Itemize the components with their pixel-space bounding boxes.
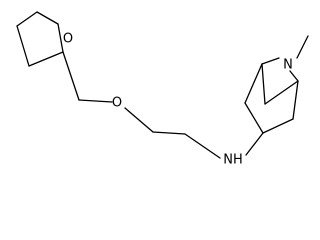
thf-ring-bonds: [16, 11, 64, 67]
ether-oxygen-label: O: [112, 96, 122, 111]
bond: [78, 99, 113, 103]
linker-chain-bonds: [62, 51, 264, 159]
bond: [264, 80, 299, 105]
bond: [262, 118, 294, 134]
bond: [28, 51, 64, 67]
amine-nh-label: NH: [223, 153, 243, 168]
bridge-nitrogen-label: N: [283, 58, 293, 73]
bond: [296, 35, 309, 59]
tropane-bicycle-bonds: [244, 35, 309, 134]
bond: [244, 102, 264, 134]
ring-oxygen-label: O: [63, 32, 73, 47]
bond: [16, 25, 30, 67]
bond: [184, 133, 221, 159]
atom-labels: O O NH N: [63, 32, 293, 168]
bond: [16, 11, 38, 27]
bond: [292, 80, 299, 120]
bond: [244, 63, 263, 104]
bond: [245, 132, 264, 156]
bond: [36, 11, 59, 25]
bond: [261, 63, 266, 105]
bond: [289, 70, 299, 82]
bond: [152, 131, 186, 135]
bond: [261, 57, 280, 65]
bond: [124, 107, 154, 133]
chemical-structure-diagram: O O NH N: [16, 11, 309, 168]
bond: [62, 51, 80, 101]
bond: [57, 23, 64, 53]
